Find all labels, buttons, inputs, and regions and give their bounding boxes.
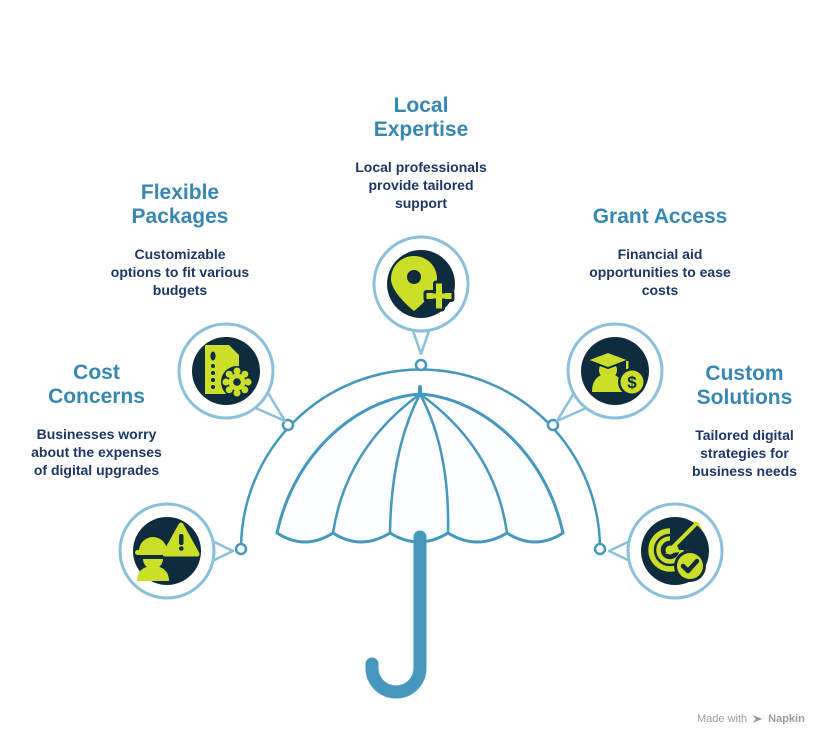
- credit-prefix: Made with: [697, 713, 748, 725]
- umbrella-rib: [331, 392, 421, 534]
- arc-anchor-dots: [234, 358, 607, 556]
- node-title: Cost Concerns: [48, 361, 145, 408]
- node-title: Flexible Packages: [131, 181, 229, 228]
- custom-solutions-bubble: [607, 502, 724, 600]
- umbrella-canopy: [275, 392, 565, 544]
- node-cost-concerns: Cost Concerns Businesses worry about the…: [4, 361, 189, 479]
- anchor-dot: [593, 542, 607, 556]
- node-title: Local Expertise: [373, 94, 469, 141]
- node-description: Tailored digital strategies for business…: [691, 427, 798, 479]
- graduate-dollar-coin-icon: $: [584, 350, 646, 396]
- umbrella-illustration: [275, 385, 565, 699]
- umbrella-rib: [419, 392, 509, 534]
- node-description: Financial aid opportunities to ease cost…: [589, 246, 731, 298]
- anchor-dot: [234, 542, 248, 556]
- anchor-dot: [281, 418, 295, 432]
- worker-warning-triangle-icon: [135, 522, 200, 581]
- svg-text:$: $: [627, 373, 637, 392]
- node-description: Local professionals provide tailored sup…: [355, 159, 487, 211]
- document-gear-icon: [205, 345, 253, 398]
- grant-access-bubble: $: [555, 322, 664, 423]
- cost-concerns-bubble: [118, 502, 235, 600]
- node-title: Grant Access: [592, 205, 728, 228]
- made-with-napkin-credit: Made with Napkin: [697, 713, 805, 725]
- node-description: Customizable options to fit various budg…: [110, 246, 250, 298]
- location-pin-plus-icon: [391, 256, 455, 312]
- anchor-dot: [414, 358, 428, 372]
- umbrella-rib: [418, 393, 450, 534]
- node-flexible-packages: Flexible Packages Customizable options t…: [80, 181, 280, 299]
- umbrella-handle: [365, 530, 427, 699]
- node-title: Custom Solutions: [696, 362, 793, 409]
- napkin-pen-icon: [752, 715, 763, 723]
- anchor-dot: [546, 418, 560, 432]
- credit-brand: Napkin: [768, 713, 805, 725]
- umbrella-rib: [388, 393, 422, 534]
- node-description: Businesses worry about the expenses of d…: [31, 426, 162, 478]
- node-custom-solutions: Custom Solutions Tailored digital strate…: [652, 362, 828, 480]
- node-local-expertise: Local Expertise Local professionals prov…: [321, 94, 521, 212]
- node-grant-access: Grant Access Financial aid opportunities…: [560, 205, 760, 299]
- local-expertise-bubble: [372, 235, 470, 356]
- flexible-packages-bubble: [177, 322, 287, 423]
- target-dart-check-icon: [648, 520, 706, 582]
